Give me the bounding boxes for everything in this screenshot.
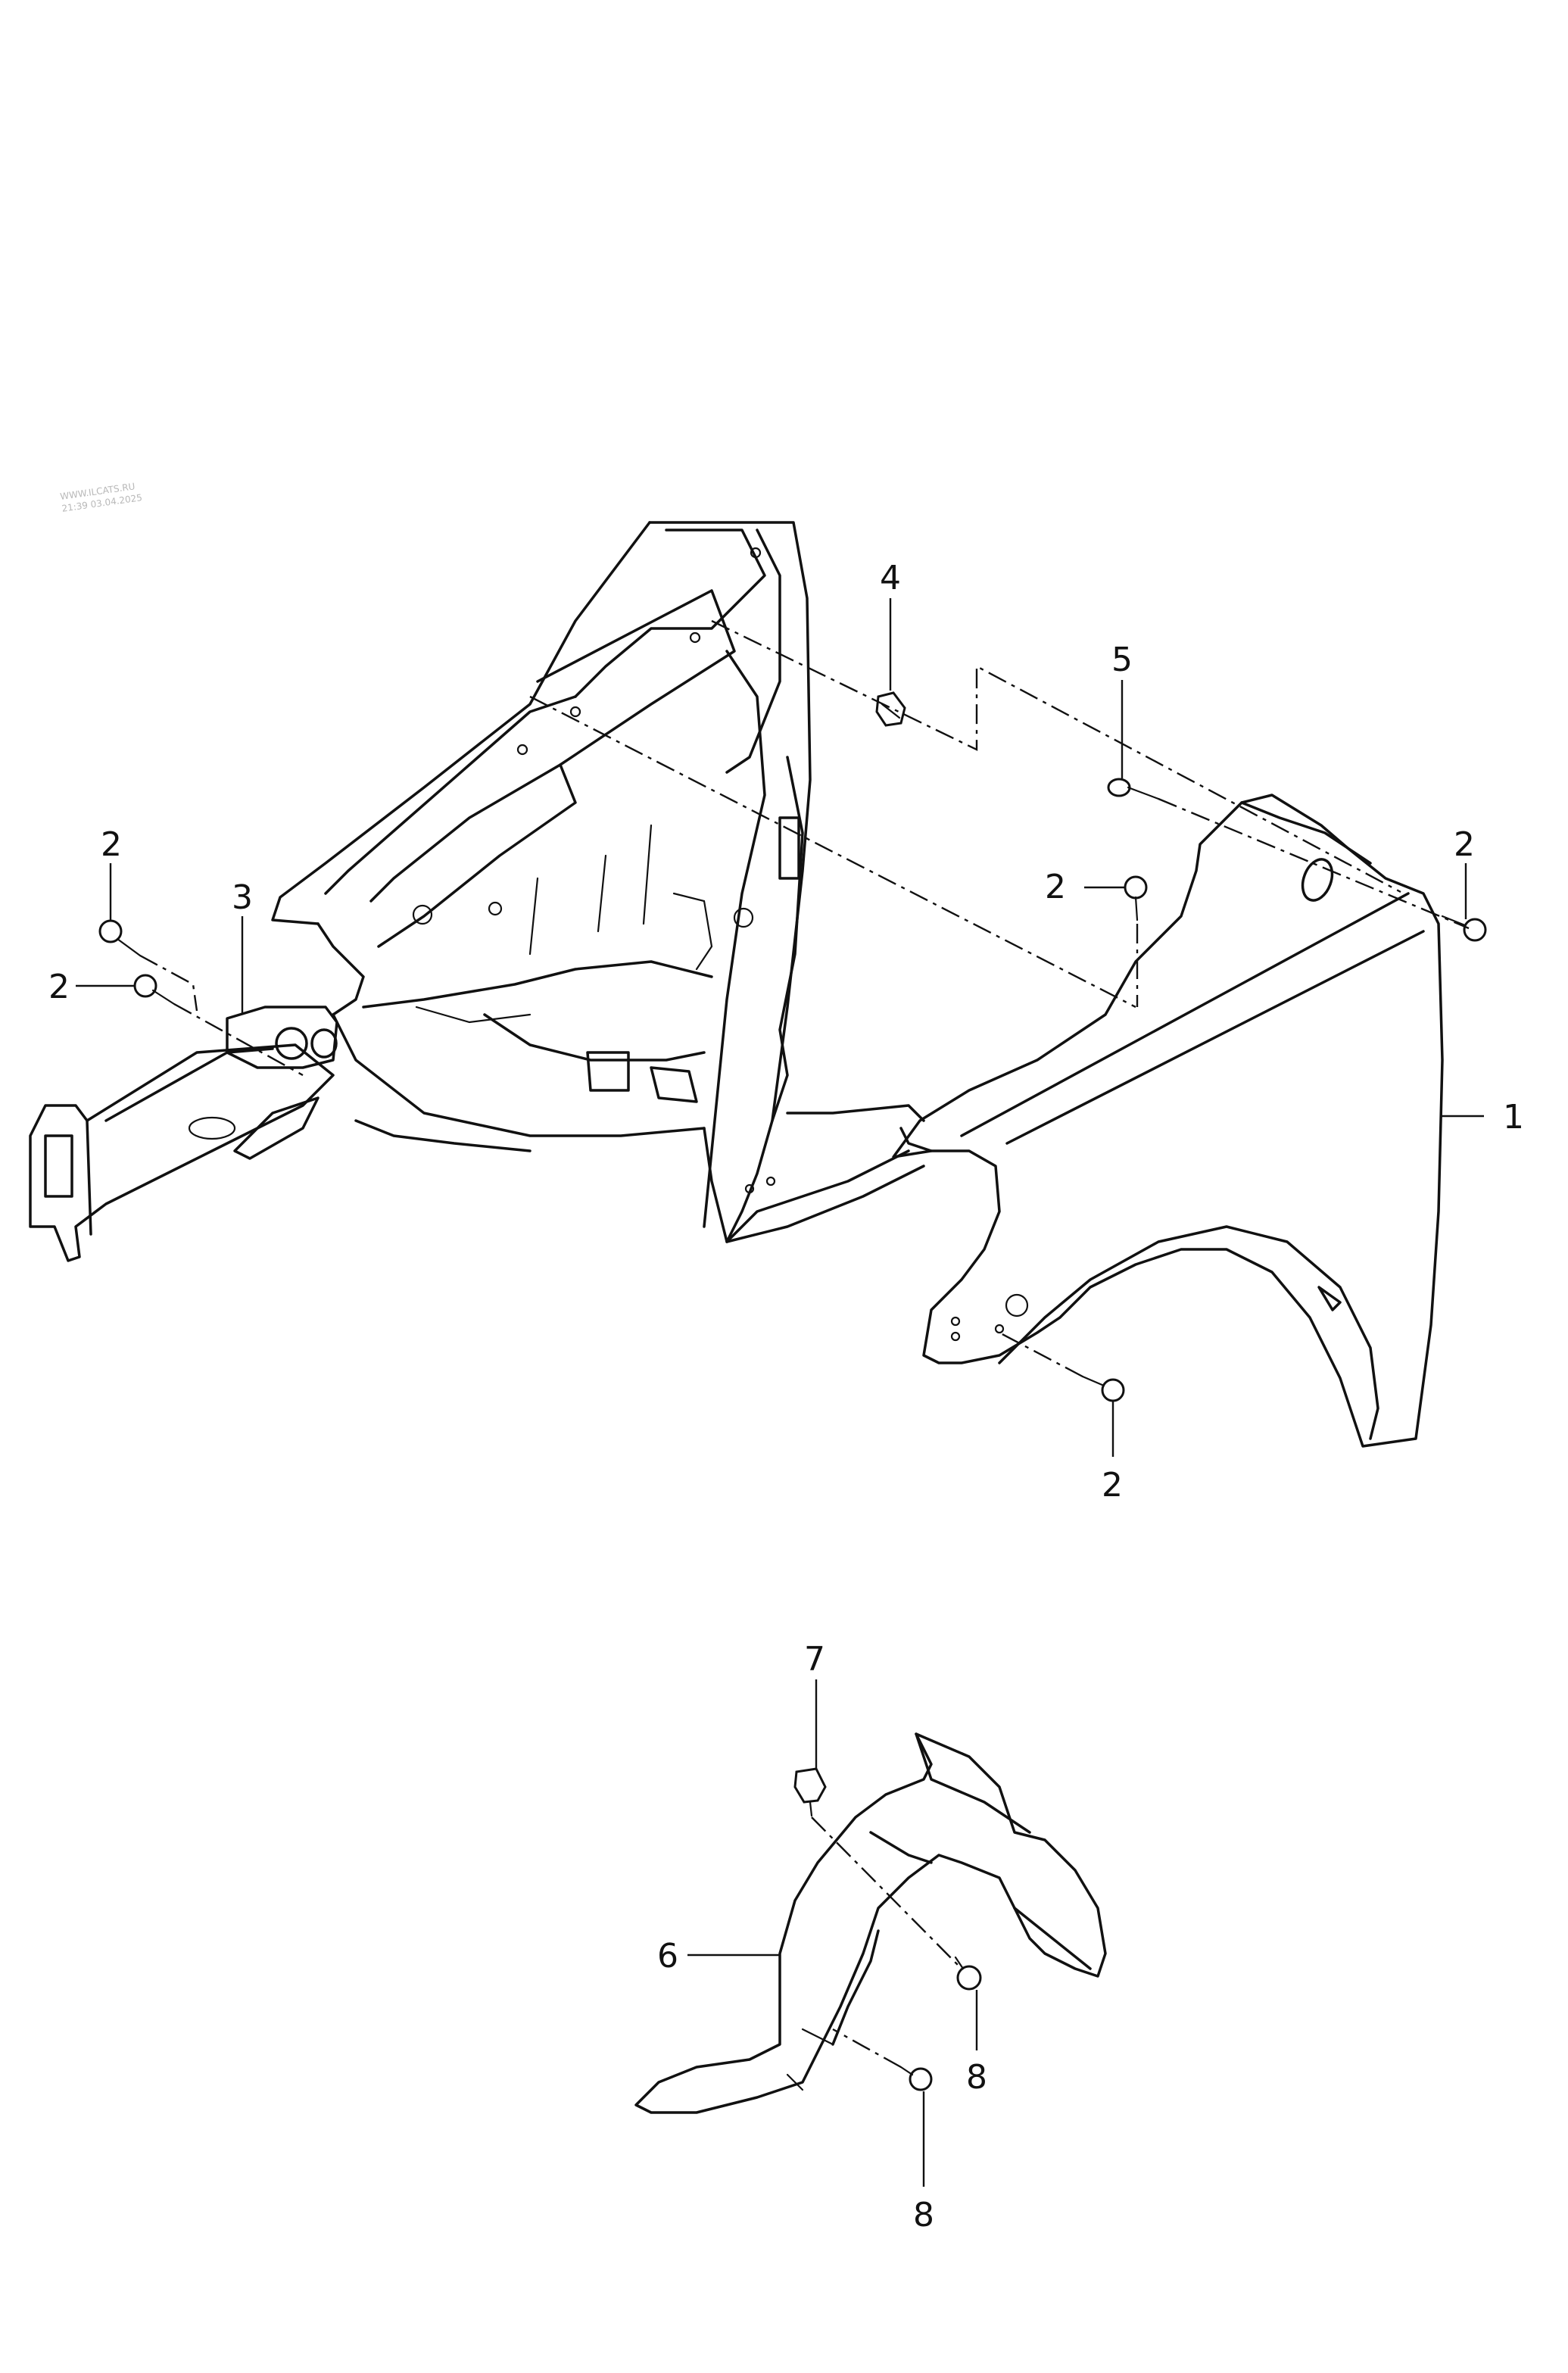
front-cross-member xyxy=(29,1043,335,1262)
part-1-fender xyxy=(892,794,1444,1448)
bolt-icon xyxy=(98,919,142,957)
callout-3: 3 xyxy=(232,878,253,917)
bolt-icon xyxy=(133,974,176,1006)
bolt-icon xyxy=(899,2066,933,2091)
bolt-icon xyxy=(1441,915,1487,942)
callouts: 1 2 2 2 2 2 2 3 4 5 6 7 8 8 xyxy=(48,559,1524,2234)
callout-2-right: 2 xyxy=(1454,825,1475,864)
callout-8-bottom: 8 xyxy=(913,2196,934,2234)
callout-1: 1 xyxy=(1503,1098,1524,1137)
callout-6: 6 xyxy=(657,1937,678,1975)
callout-8-right: 8 xyxy=(966,2058,987,2097)
watermark: WWW.ILCATS.RU 21:39 03.04.2025 xyxy=(59,481,142,514)
callout-2-bottom: 2 xyxy=(1102,1466,1123,1505)
bolt-icon xyxy=(1124,875,1148,921)
leader-lines xyxy=(76,598,1484,2187)
clip-icon xyxy=(793,1767,827,1817)
body-structure xyxy=(271,521,925,1243)
part-6-wheel-liner xyxy=(634,1732,1107,2114)
assembly-lines xyxy=(139,619,1470,2069)
callout-2-left: 2 xyxy=(48,968,70,1006)
callout-4: 4 xyxy=(880,559,901,597)
callout-2-center: 2 xyxy=(1045,868,1066,906)
bolt-icon xyxy=(954,1956,982,1991)
part-3-bracket xyxy=(226,1006,338,1069)
screw-icon xyxy=(1107,778,1160,800)
nut-icon xyxy=(875,691,906,727)
fasteners xyxy=(98,691,1487,2091)
callout-2-top-left: 2 xyxy=(101,825,122,864)
callout-5: 5 xyxy=(1111,641,1133,679)
bolt-icon xyxy=(1081,1375,1125,1402)
callout-7: 7 xyxy=(804,1640,825,1679)
